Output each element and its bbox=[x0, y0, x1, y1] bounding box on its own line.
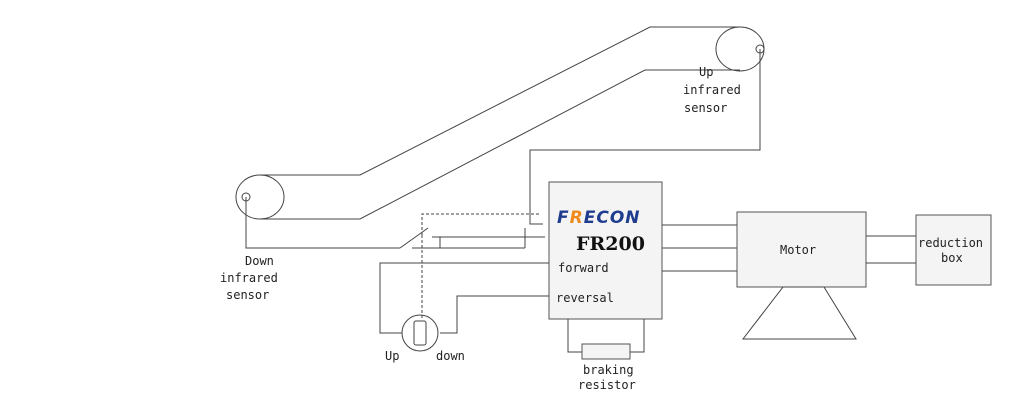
motor-base bbox=[741, 286, 857, 340]
switch-knob bbox=[413, 320, 427, 346]
direction-switch: Up down bbox=[379, 262, 549, 363]
svg-text:reduction: reduction bbox=[918, 236, 983, 250]
up-pulley bbox=[715, 26, 765, 72]
up-sensor-wire bbox=[529, 49, 761, 225]
belt-bottom bbox=[260, 69, 740, 220]
conveyor-belt bbox=[235, 26, 765, 220]
svg-text:infrared: infrared bbox=[220, 271, 278, 285]
model-label: FR200 bbox=[576, 233, 645, 255]
svg-text:sensor: sensor bbox=[226, 288, 269, 302]
svg-text:infrared: infrared bbox=[683, 83, 741, 97]
brand-logo: FRECON bbox=[557, 208, 641, 228]
switch-dial bbox=[401, 314, 439, 352]
svg-text:resistor: resistor bbox=[578, 378, 636, 392]
switch-down-label: down bbox=[436, 349, 465, 363]
motor: Motor bbox=[736, 211, 867, 340]
svg-text:sensor: sensor bbox=[684, 101, 727, 115]
reversal-label: reversal bbox=[556, 291, 614, 305]
svg-text:braking: braking bbox=[583, 363, 634, 377]
up-sensor-label: Up infrared sensor bbox=[683, 65, 741, 115]
svg-text:box: box bbox=[941, 251, 963, 265]
motor-power-lines bbox=[662, 224, 737, 272]
braking-resistor: braking resistor bbox=[567, 319, 645, 392]
svg-text:Down: Down bbox=[245, 254, 274, 268]
motor-label: Motor bbox=[780, 243, 816, 257]
inverter-fr200: FRECON FR200 forward reversal bbox=[548, 181, 663, 320]
switch-up-label: Up bbox=[385, 349, 399, 363]
svg-text:Up: Up bbox=[699, 65, 713, 79]
down-sensor-label: Down infrared sensor bbox=[220, 254, 278, 302]
down-sensor-wiring bbox=[245, 197, 545, 320]
reduction-box: reduction box bbox=[915, 214, 992, 286]
forward-label: forward bbox=[558, 261, 609, 275]
belt-top bbox=[260, 26, 740, 176]
down-pulley bbox=[235, 174, 285, 220]
